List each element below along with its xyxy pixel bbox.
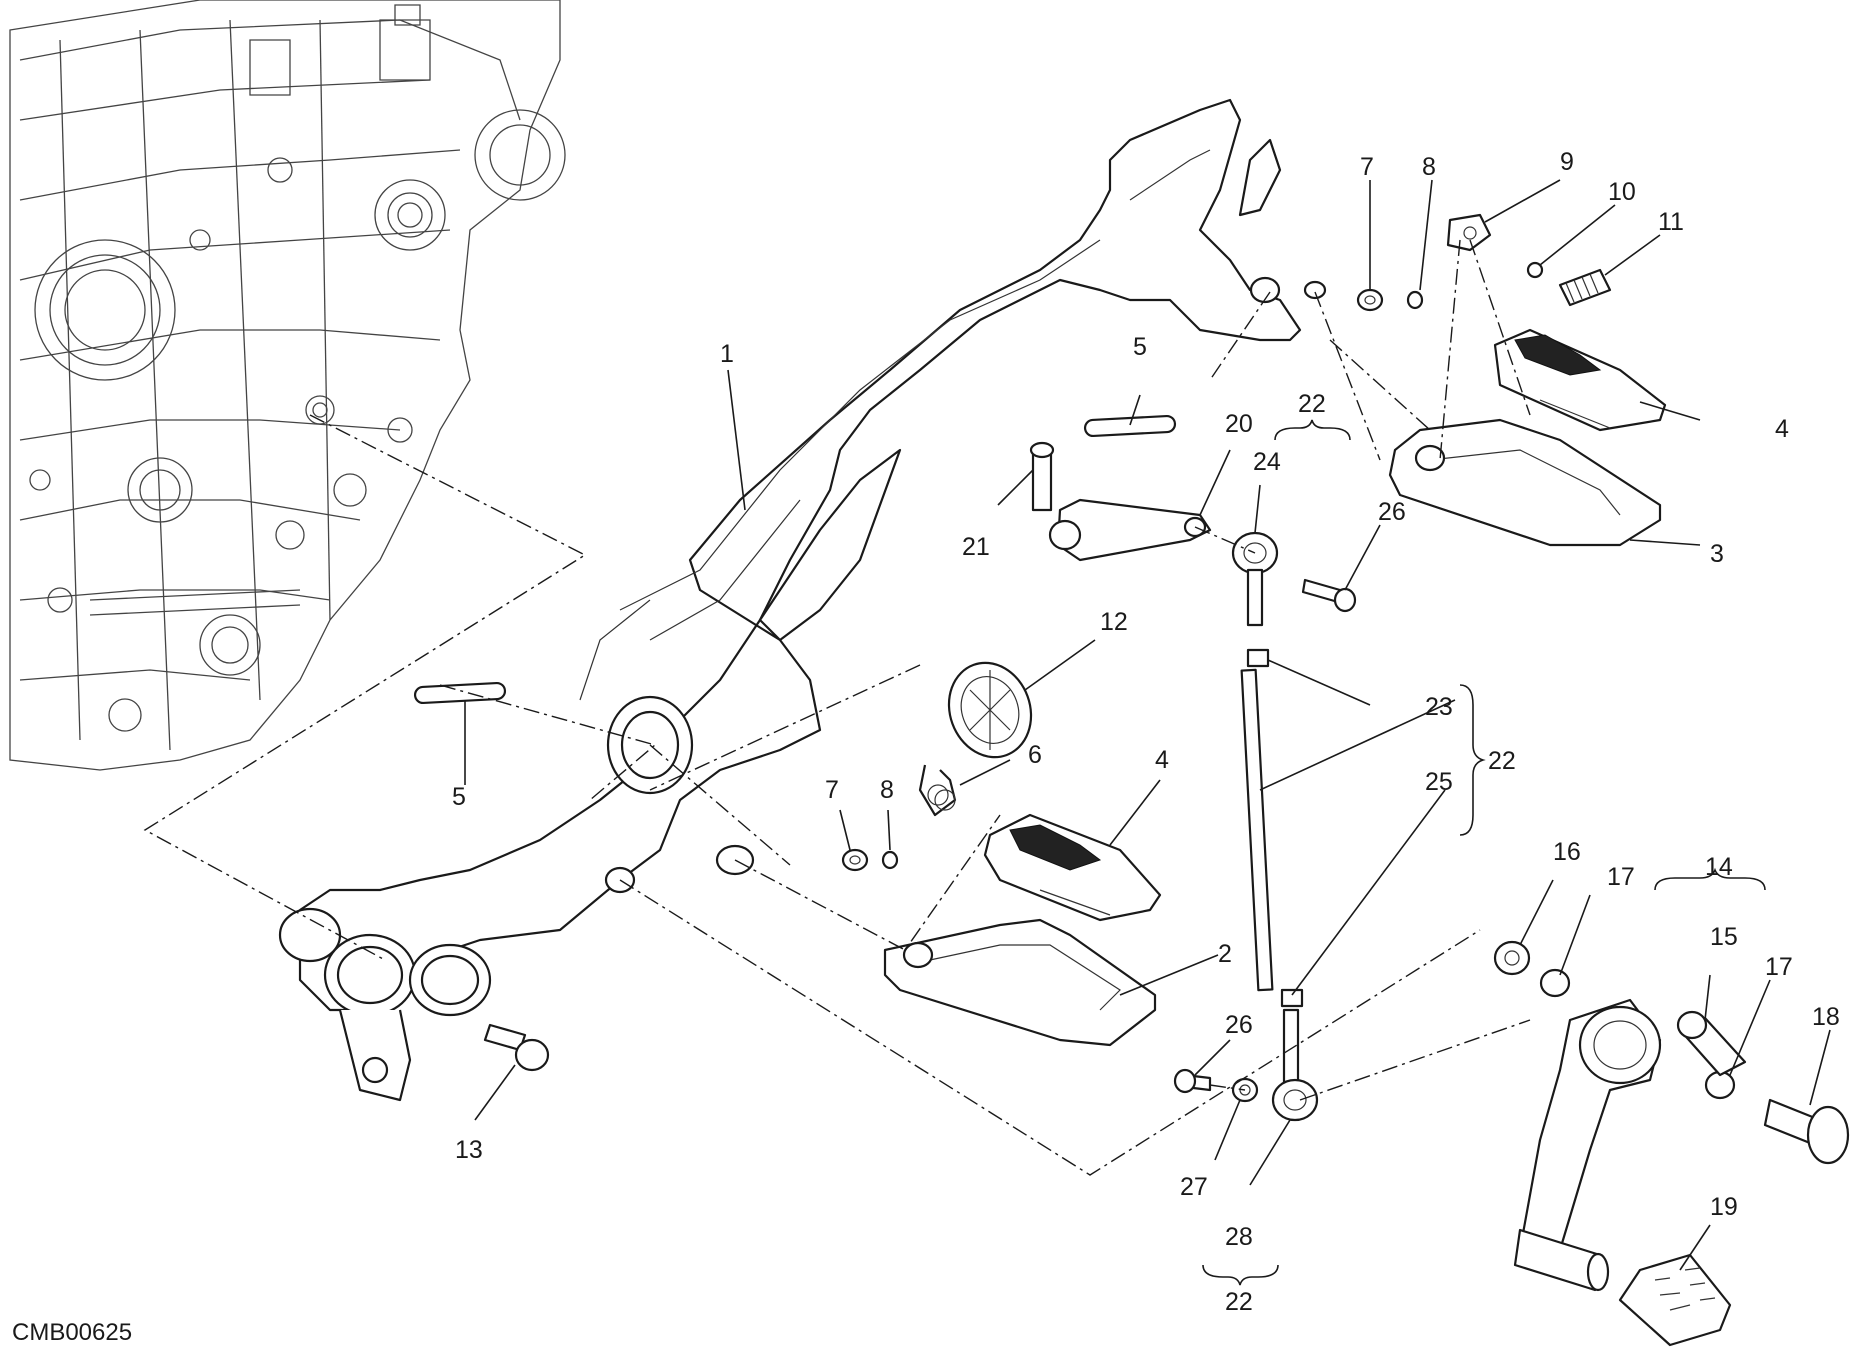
shift-arm-20 [1048,498,1212,562]
callout-4-left: 4 [1155,746,1169,774]
footpeg-bracket [278,98,1327,1102]
nut-23a [1246,648,1270,668]
assembly-lines [143,239,1531,1176]
callout-14: 14 [1705,853,1733,881]
bolt-13 [483,1023,550,1072]
callout-22-bottom: 22 [1225,1288,1253,1316]
callout-24: 24 [1253,448,1281,476]
callout-22-top: 22 [1298,390,1326,418]
callouts: 1 2 3 4 4 5 5 6 7 7 8 8 9 10 11 12 13 14… [452,148,1840,1316]
ball-10 [1526,261,1544,279]
rod-end-24 [1231,531,1279,627]
spring-6 [918,764,957,817]
callout-10: 10 [1608,178,1636,206]
detent-9 [1446,213,1492,252]
pin-left [413,681,507,705]
bolt-26a [1301,578,1357,613]
left-footpeg-rubber [983,813,1162,922]
shift-rod-25 [1240,668,1274,992]
right-footpeg-rubber [1493,328,1667,432]
bolt-26b [1173,1068,1212,1094]
callout-7-right: 7 [1360,153,1374,181]
braces [1202,419,1766,1286]
bushing-15 [1676,1010,1747,1077]
pedal-rubber-19 [1618,1253,1732,1347]
left-footpeg [883,918,1157,1047]
clip-8a [881,850,899,870]
callout-8-left: 8 [880,776,894,804]
clip-8b [1406,290,1424,310]
callout-1: 1 [720,340,734,368]
callout-12: 12 [1100,608,1128,636]
callout-9: 9 [1560,148,1574,176]
callout-23: 23 [1425,693,1453,721]
callout-25: 25 [1425,768,1453,796]
callout-18: 18 [1812,1003,1840,1031]
washer-7b [1356,288,1384,312]
callout-4-right: 4 [1775,415,1789,443]
callout-15: 15 [1710,923,1738,951]
callout-6: 6 [1028,741,1042,769]
diagram-code: CMB00625 [12,1319,132,1346]
callout-13: 13 [455,1136,483,1164]
wheel-12 [947,661,1033,759]
callout-22-right: 22 [1488,747,1516,775]
callout-2: 2 [1218,940,1232,968]
callout-3: 3 [1710,540,1724,568]
spring-11 [1558,268,1612,307]
engine-crankcase [9,0,566,771]
right-footpeg [1388,418,1662,547]
callout-17-right: 17 [1765,953,1793,981]
leader-lines [464,179,1831,1271]
pin-right [1083,414,1177,438]
callout-27: 27 [1180,1173,1208,1201]
nut-23b [1280,988,1304,1008]
callout-17-left: 17 [1607,863,1635,891]
callout-19: 19 [1710,1193,1738,1221]
callout-5-left: 5 [452,783,466,811]
callout-28: 28 [1225,1223,1253,1251]
washer-7a [841,848,869,872]
washer-17a [1539,968,1571,998]
callout-20: 20 [1225,410,1253,438]
pivot-bolt-18 [1763,1098,1850,1165]
bolt-21 [1029,441,1055,512]
gear-lever-14 [1513,998,1662,1292]
rod-end-28 [1271,1008,1319,1122]
callout-8-right: 8 [1422,153,1436,181]
callout-11: 11 [1658,208,1684,236]
callout-26-bottom: 26 [1225,1011,1253,1039]
callout-5-right: 5 [1133,333,1147,361]
callout-16: 16 [1553,838,1581,866]
callout-21: 21 [962,533,990,561]
callout-7-left: 7 [825,776,839,804]
callout-26-top: 26 [1378,498,1406,526]
washer-16 [1493,940,1531,976]
